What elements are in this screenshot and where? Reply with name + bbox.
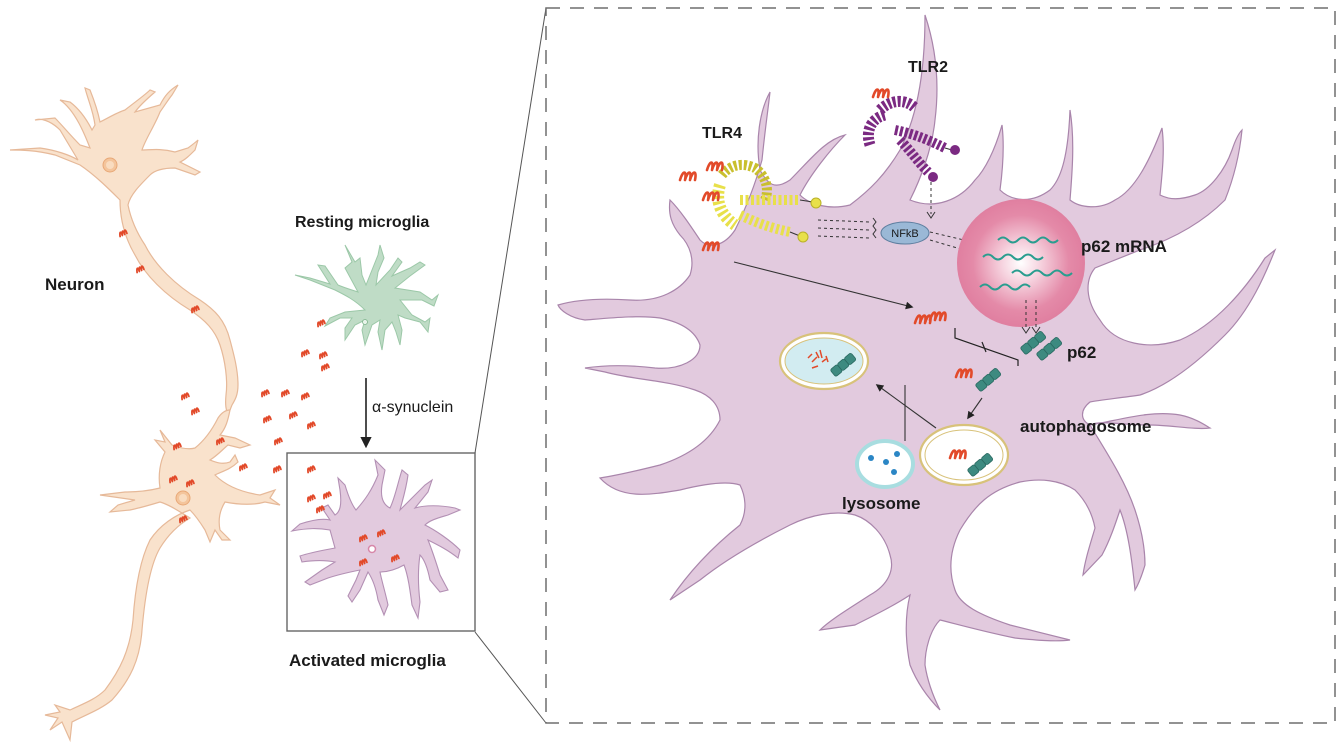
p62-protein [1020, 331, 1063, 361]
zoom-panel-border [545, 7, 1336, 724]
tlr4-label: TLR4 [702, 125, 742, 142]
alpha-synuclein-tlr2 [871, 88, 890, 99]
resting-microglia-label: Resting microglia [295, 214, 429, 231]
synuclein-p62-complex [954, 368, 1002, 392]
tlr-to-nfkb-signal [817, 182, 936, 239]
alpha-synuclein-label: α-synuclein [372, 399, 453, 416]
p62-binding-bracket [954, 328, 1019, 366]
fusion-arrows [875, 384, 937, 441]
p62-mrna-strands [979, 236, 1073, 291]
nfkb-label: NFkB [891, 228, 919, 240]
p62-mrna-label: p62 mRNA [1081, 237, 1167, 256]
p62-label: p62 [1067, 343, 1096, 362]
autophagosome-label: autophagosome [1020, 417, 1151, 436]
translation-arrows [1021, 300, 1041, 334]
resting-microglia [294, 244, 440, 351]
synuclein-uptake-arrow [733, 261, 914, 310]
lysosome-label: lysosome [842, 494, 920, 513]
activated-microglia-label: Activated microglia [289, 651, 446, 670]
neuron-top [9, 84, 239, 417]
tlr2-receptor [862, 96, 960, 182]
lysosome [855, 439, 915, 489]
nfkb-protein [880, 221, 930, 245]
activated-microglia [290, 458, 462, 620]
neuron-label: Neuron [45, 275, 105, 294]
activated-microglia-box [286, 452, 476, 632]
autophagosome [918, 423, 1010, 487]
tlr2-label: TLR2 [908, 59, 948, 76]
tlr4-receptor [712, 159, 822, 243]
nucleus [957, 199, 1085, 327]
neuron-bottom [44, 409, 281, 743]
zoom-connector-bottom [474, 631, 547, 724]
zoom-connector-top [474, 7, 547, 454]
complex-to-autophagosome-arrow [967, 397, 983, 420]
activated-microglia-enlarged [557, 14, 1277, 711]
autolysosome [778, 331, 870, 391]
